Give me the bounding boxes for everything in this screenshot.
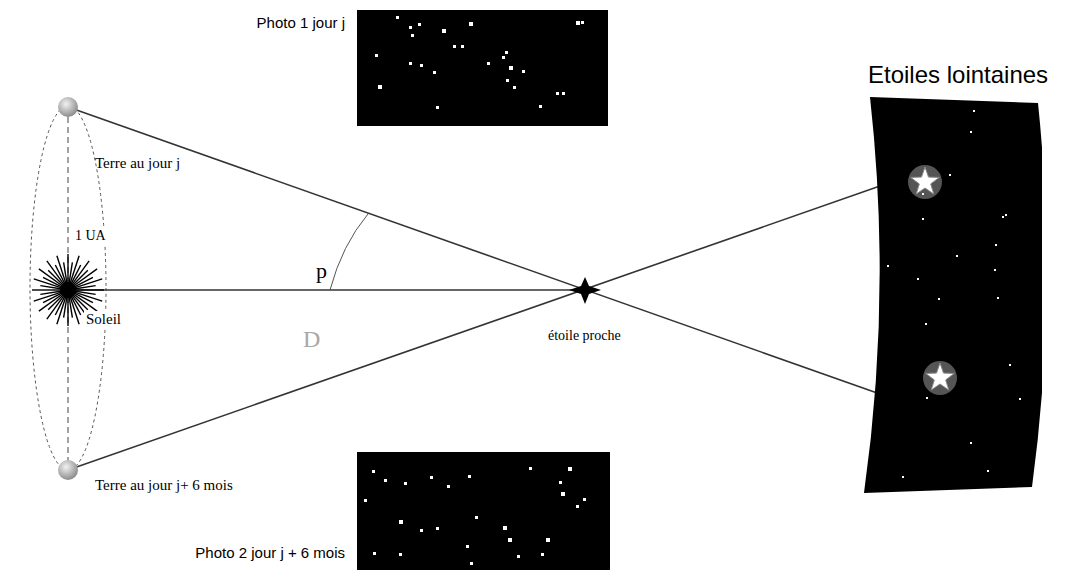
star-dot xyxy=(505,51,508,54)
star-dot xyxy=(568,467,572,471)
star-dot xyxy=(436,527,439,530)
star-dot xyxy=(509,66,513,70)
star-dot xyxy=(502,56,505,59)
star-dot xyxy=(411,34,414,37)
sun-ray xyxy=(74,286,96,289)
star-dot xyxy=(399,553,402,556)
star-dot xyxy=(461,45,464,48)
star-dot xyxy=(539,105,542,108)
star-dot xyxy=(384,479,387,482)
sun-ray xyxy=(32,289,62,290)
star-dot xyxy=(409,62,412,65)
star-dot xyxy=(396,16,399,19)
sun-ray xyxy=(67,296,68,326)
star-dot xyxy=(375,54,378,57)
star-label: étoile proche xyxy=(548,328,621,344)
star-dot xyxy=(541,553,544,556)
star-dot xyxy=(475,516,478,519)
star-dot xyxy=(404,482,407,485)
star-dot xyxy=(576,505,579,508)
star-dot xyxy=(487,62,490,65)
sight-line xyxy=(68,186,880,470)
dimension-label: 1 UA xyxy=(73,228,108,244)
band-shape xyxy=(862,95,1042,495)
distance-line xyxy=(68,289,585,291)
sun-ray xyxy=(69,296,72,318)
star-dot xyxy=(561,492,565,496)
sun-ray xyxy=(74,289,104,290)
star-dot xyxy=(378,85,382,89)
star-dot xyxy=(506,79,509,82)
star-dot xyxy=(372,470,375,473)
star-dot xyxy=(503,526,507,530)
near-star xyxy=(569,277,601,304)
star-dot xyxy=(373,552,376,555)
sun-ray xyxy=(64,262,67,284)
photo-frame: Photo 1 jour j xyxy=(357,10,608,126)
star-dot xyxy=(466,545,469,548)
distant-stars-band: Etoiles lointaines xyxy=(862,95,1042,495)
star-dot xyxy=(470,562,473,565)
photo-frame: Photo 2 jour j + 6 mois xyxy=(357,452,610,570)
star-dot xyxy=(576,21,580,25)
band-heading: Etoiles lointaines xyxy=(868,61,1048,89)
star-dot xyxy=(546,538,550,542)
star-dot xyxy=(433,71,436,74)
sun-label: Soleil xyxy=(84,311,123,328)
star-dot xyxy=(420,529,423,532)
position-label: Terre au jour j xyxy=(95,155,180,172)
star-dot xyxy=(447,485,450,488)
position-label: Terre au jour j+ 6 mois xyxy=(95,477,233,494)
star-dot xyxy=(556,92,559,95)
star-dot xyxy=(436,106,439,109)
earth-orbit xyxy=(30,106,106,470)
star-dot xyxy=(559,481,562,484)
star-dot xyxy=(468,475,471,478)
earth-symbol xyxy=(58,97,78,117)
sun-ray xyxy=(70,296,79,325)
star-dot xyxy=(562,92,565,95)
angle-label: p xyxy=(316,258,327,283)
star-dot xyxy=(420,64,423,67)
sun-ray xyxy=(67,254,68,284)
star-dot xyxy=(430,476,433,479)
star-dot xyxy=(517,555,520,558)
star-dot xyxy=(469,22,473,26)
star-dot xyxy=(453,45,456,48)
star-dot xyxy=(508,538,512,542)
angle-arc xyxy=(330,214,368,290)
distance-label: D xyxy=(303,326,320,354)
sun-ray xyxy=(57,256,66,285)
sun-ray xyxy=(74,279,103,288)
photo-caption: Photo 2 jour j + 6 mois xyxy=(195,544,345,561)
sun-core xyxy=(60,282,76,298)
star-dot xyxy=(364,499,367,502)
star-dot xyxy=(583,498,586,501)
star-dot xyxy=(513,86,516,89)
star-dot xyxy=(581,21,584,24)
sun-ray xyxy=(40,291,62,294)
photo-caption: Photo 1 jour j xyxy=(257,14,345,31)
sun-ray xyxy=(34,292,63,301)
sight-line xyxy=(68,107,880,394)
earth-symbol xyxy=(58,460,78,480)
star-dot xyxy=(418,23,421,26)
star-dot xyxy=(399,520,403,524)
star-dot xyxy=(522,70,525,73)
star-dot xyxy=(409,26,412,29)
star-dot xyxy=(442,29,446,33)
star-dot xyxy=(529,467,532,470)
